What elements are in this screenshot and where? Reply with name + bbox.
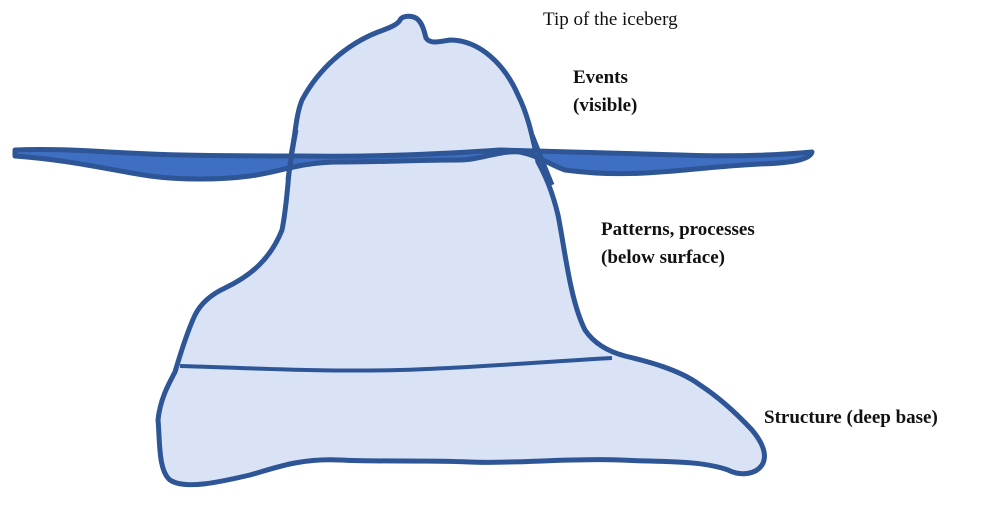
label-patterns: Patterns, processes (below surface) (601, 216, 755, 272)
label-patterns-line2: (below surface) (601, 244, 755, 272)
label-events: Events (visible) (573, 64, 637, 120)
label-events-line1: Events (573, 64, 637, 92)
label-structure: Structure (deep base) (764, 404, 938, 432)
label-tip-of-iceberg: Tip of the iceberg (543, 6, 678, 34)
label-patterns-line1: Patterns, processes (601, 216, 755, 244)
label-events-line2: (visible) (573, 92, 637, 120)
